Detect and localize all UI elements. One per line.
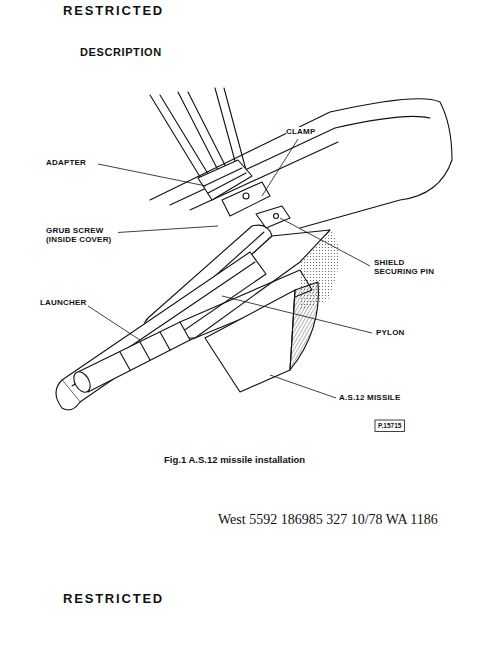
leader-line [262, 139, 298, 196]
clamp-bolt [243, 193, 249, 199]
callout-label: A.S.12 MISSILE [339, 393, 400, 402]
fuselage-line [170, 116, 430, 205]
fuselage-outline [150, 99, 452, 228]
reference-box [375, 420, 404, 431]
clamp [222, 182, 270, 216]
shield-plate [256, 206, 290, 228]
callout-label: GRUB SCREW (INSIDE COVER) [46, 226, 118, 244]
missile-nose [70, 369, 93, 395]
shield-pin [274, 214, 279, 219]
leader-line [98, 164, 206, 186]
security-marking: RESTRICTED [63, 592, 164, 607]
strut [215, 88, 246, 172]
missile-fin [205, 290, 295, 392]
leader-line [270, 375, 336, 398]
missile-body [78, 322, 190, 392]
figure-caption: Fig.1 A.S.12 missile installation [164, 455, 305, 466]
fin-shadow [290, 282, 318, 370]
leader-line [222, 296, 372, 333]
adapter [198, 160, 252, 200]
missile-band [120, 332, 170, 370]
fuselage-line [190, 142, 338, 210]
security-marking: RESTRICTED [63, 4, 164, 19]
strut [150, 95, 213, 185]
section-heading: DESCRIPTION [80, 46, 162, 59]
leader-line [110, 226, 218, 233]
leader-line [280, 218, 370, 266]
callout-label: ADAPTER [46, 158, 86, 167]
callout-label: PYLON [376, 328, 405, 337]
adapter-detail [204, 168, 246, 193]
print-code: West 5592 186985 327 10/78 WA 1186 [218, 512, 438, 528]
callout-label: CLAMP [286, 127, 315, 136]
figure-reference: P.15715 [378, 422, 401, 429]
callout-label: SHIELD SECURING PIN [374, 258, 440, 276]
strut [178, 92, 230, 178]
leader-line [88, 306, 140, 340]
callout-label: LAUNCHER [40, 298, 87, 307]
